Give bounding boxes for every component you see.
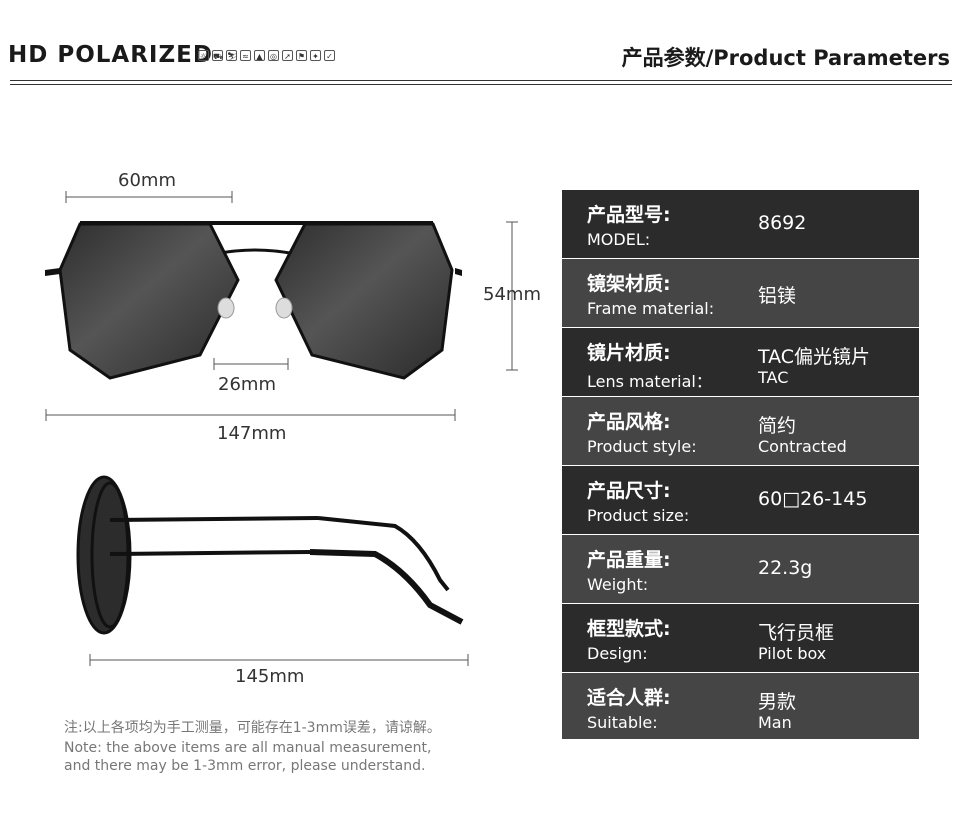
bike-icon: ◎: [268, 50, 279, 61]
spec-label-cn: 镜片材质:: [587, 342, 671, 364]
spec-value: 8692: [758, 212, 807, 234]
spec-value-cn: TAC偏光镜片: [758, 346, 871, 368]
spec-value-en: Pilot box: [758, 644, 827, 663]
lens-height-label: 54mm: [483, 284, 541, 305]
page-title: HD POLARIZED: [8, 42, 213, 68]
measurement-note-en: and there may be 1-3mm error, please und…: [64, 758, 426, 774]
car-icon: ⛟: [212, 50, 224, 61]
shoot-icon: ✦: [310, 50, 321, 61]
spec-label-en: Product style:: [587, 437, 697, 456]
spec-row-suitable: 适合人群: Suitable: 男款 Man: [562, 673, 919, 739]
spec-value-en: Man: [758, 713, 792, 732]
spec-value-cn: 飞行员框: [758, 622, 835, 644]
spec-label-en: Lens material：: [587, 372, 712, 391]
glasses-side-illustration: [76, 475, 469, 666]
spec-label-en: Weight:: [587, 575, 649, 594]
spec-row-weight: 产品重量: Weight: 22.3g: [562, 535, 919, 603]
spec-row-style: 产品风格: Product style: 简约 Contracted: [562, 397, 919, 465]
spec-label-en: MODEL:: [587, 230, 651, 249]
spec-label-en: Frame material:: [587, 299, 715, 318]
hike-icon: ▲: [254, 50, 265, 61]
spec-label-en: Product size:: [587, 506, 690, 525]
spec-row-model: 产品型号: MODEL: 8692: [562, 190, 919, 258]
spec-value-en: Contracted: [758, 437, 847, 456]
spec-label-cn: 产品尺寸:: [587, 480, 671, 502]
sun-icon: ☼: [198, 50, 209, 61]
spec-label-cn: 镜架材质:: [587, 273, 671, 295]
ride-icon: ✓: [324, 50, 335, 61]
spec-row-design: 框型款式: Design: 飞行员框 Pilot box: [562, 604, 919, 672]
spec-row-frame-material: 镜架材质: Frame material: 铝镁: [562, 259, 919, 327]
spec-value-cn: 男款: [758, 691, 797, 713]
spec-label-en: Suitable:: [587, 713, 658, 732]
spec-label-en: Design:: [587, 644, 648, 663]
golf-icon: ⚑: [296, 50, 307, 61]
spec-value-cn: 简约: [758, 415, 797, 437]
measurement-note-cn: 注:以上各项均为手工测量，可能存在1-3mm误差，请谅解。: [64, 720, 441, 736]
temple-length-label: 145mm: [235, 666, 305, 687]
spec-row-size: 产品尺寸: Product size: 60□26-145: [562, 466, 919, 534]
spec-label-cn: 适合人群:: [587, 687, 671, 709]
spec-value: 铝镁: [758, 285, 797, 307]
spec-value-en: TAC: [758, 368, 789, 387]
ski-icon: ⛷: [226, 50, 238, 61]
spec-label-cn: 产品风格:: [587, 411, 671, 433]
glasses-front-illustration: [45, 191, 518, 421]
section-title: 产品参数/Product Parameters: [621, 46, 950, 70]
spec-table: 产品型号: MODEL: 8692 镜架材质: Frame material: …: [562, 190, 919, 739]
measurement-note-en: Note: the above items are all manual mea…: [64, 740, 432, 756]
spec-label-cn: 产品型号:: [587, 204, 671, 226]
spec-row-lens-material: 镜片材质: Lens material： TAC偏光镜片 TAC: [562, 328, 919, 396]
header-divider: [10, 80, 952, 81]
spec-value: 60□26-145: [758, 488, 868, 510]
lens-width-label: 60mm: [118, 170, 176, 191]
frame-width-label: 147mm: [217, 423, 287, 444]
spec-label-cn: 产品重量:: [587, 549, 671, 571]
fish-icon: ≈: [240, 50, 251, 61]
header-divider: [10, 84, 952, 85]
spec-value: 22.3g: [758, 557, 813, 579]
bridge-label: 26mm: [218, 374, 276, 395]
spec-label-cn: 框型款式:: [587, 618, 671, 640]
activity-icons: ☼ ⛟ ⛷ ≈ ▲ ◎ ➚ ⚑ ✦ ✓: [198, 50, 335, 61]
run-icon: ➚: [282, 50, 293, 61]
